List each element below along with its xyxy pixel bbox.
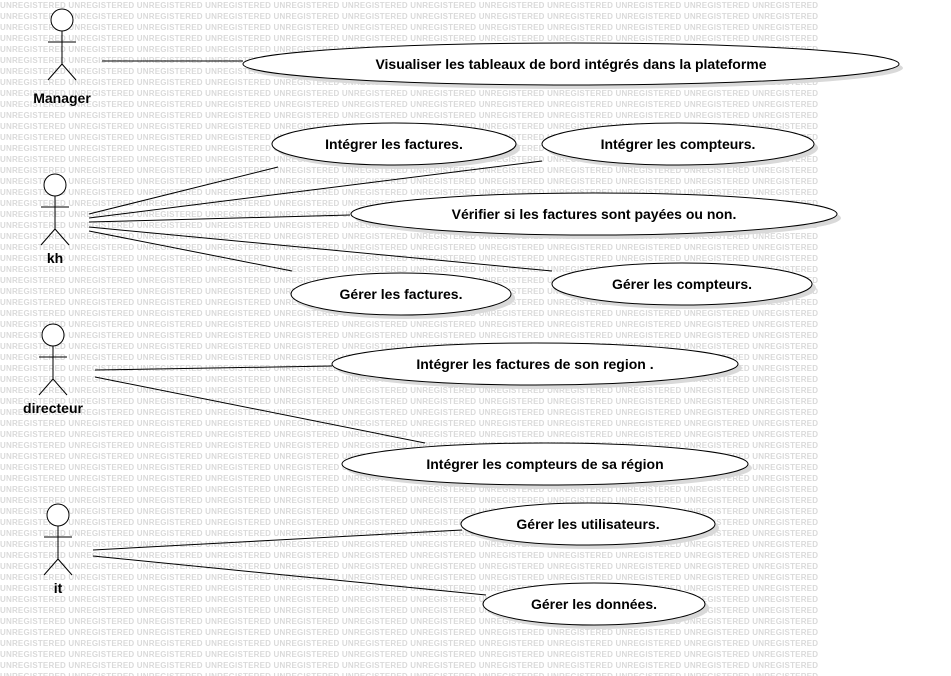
actor-kh[interactable]: kh [40, 173, 70, 266]
use-case-label: Visualiser les tableaux de bord intégrés… [375, 56, 766, 72]
use-case-gerer-donnees[interactable]: Gérer les données. [482, 582, 706, 626]
actor-label: Manager [33, 90, 91, 106]
use-case-ellipse[interactable] [331, 342, 739, 386]
use-case-ellipse[interactable] [271, 122, 517, 166]
use-cases: Visualiser les tableaux de bord intégrés… [242, 42, 900, 626]
association-it-gerer-utilisateurs [92, 529, 463, 551]
use-case-label: Gérer les utilisateurs. [516, 516, 659, 532]
use-case-ellipse[interactable] [242, 42, 900, 86]
association-kh-gerer-factures [88, 230, 293, 272]
actor-stick-figure-icon [38, 323, 68, 396]
use-case-integrer-compteurs[interactable]: Intégrer les compteurs. [541, 122, 815, 166]
association-it-gerer-donnees [92, 555, 487, 596]
use-case-label: Intégrer les factures de son region . [416, 356, 653, 372]
use-case-integrer-factures-region[interactable]: Intégrer les factures de son region . [331, 342, 739, 386]
use-case-verifier-factures[interactable]: Vérifier si les factures sont payées ou … [350, 192, 838, 236]
use-case-integrer-compteurs-region[interactable]: Intégrer les compteurs de sa région [341, 442, 749, 486]
association-directeur-integrer-factures-region [94, 365, 333, 371]
use-case-label: Intégrer les compteurs de sa région [426, 456, 663, 472]
use-case-visualiser[interactable]: Visualiser les tableaux de bord intégrés… [242, 42, 900, 86]
use-case-label: Intégrer les factures. [325, 136, 463, 152]
use-case-gerer-utilisateurs[interactable]: Gérer les utilisateurs. [460, 502, 716, 546]
actors: Manager kh directeur it [23, 8, 91, 596]
use-case-ellipse[interactable] [482, 582, 706, 626]
association-directeur-integrer-compteurs-region [94, 376, 426, 444]
use-case-ellipse[interactable] [350, 192, 838, 236]
use-case-ellipse[interactable] [541, 122, 815, 166]
actor-stick-figure-icon [47, 8, 77, 81]
use-case-ellipse[interactable] [551, 262, 813, 306]
association-kh-verifier-factures [88, 214, 351, 223]
use-case-label: Vérifier si les factures sont payées ou … [452, 206, 737, 222]
association-kh-integrer-factures [88, 166, 279, 215]
actor-stick-figure-icon [43, 503, 73, 576]
actor-it[interactable]: it [43, 503, 73, 596]
use-case-ellipse[interactable] [341, 442, 749, 486]
use-case-label: Gérer les données. [531, 596, 657, 612]
association-kh-integrer-compteurs [88, 160, 543, 219]
use-case-ellipse[interactable] [460, 502, 716, 546]
actor-manager[interactable]: Manager [33, 8, 91, 106]
use-case-integrer-factures[interactable]: Intégrer les factures. [271, 122, 517, 166]
association-kh-gerer-compteurs [88, 226, 553, 272]
use-case-gerer-compteurs[interactable]: Gérer les compteurs. [551, 262, 813, 306]
association-lines [88, 60, 553, 596]
use-case-label: Gérer les compteurs. [612, 276, 752, 292]
actor-label: it [54, 580, 63, 596]
use-case-ellipse[interactable] [290, 272, 512, 316]
actor-stick-figure-icon [40, 173, 70, 246]
use-case-label: Gérer les factures. [340, 286, 463, 302]
use-case-label: Intégrer les compteurs. [601, 136, 756, 152]
actor-directeur[interactable]: directeur [23, 323, 84, 416]
use-case-gerer-factures[interactable]: Gérer les factures. [290, 272, 512, 316]
actor-label: kh [47, 250, 63, 266]
actor-label: directeur [23, 400, 83, 416]
